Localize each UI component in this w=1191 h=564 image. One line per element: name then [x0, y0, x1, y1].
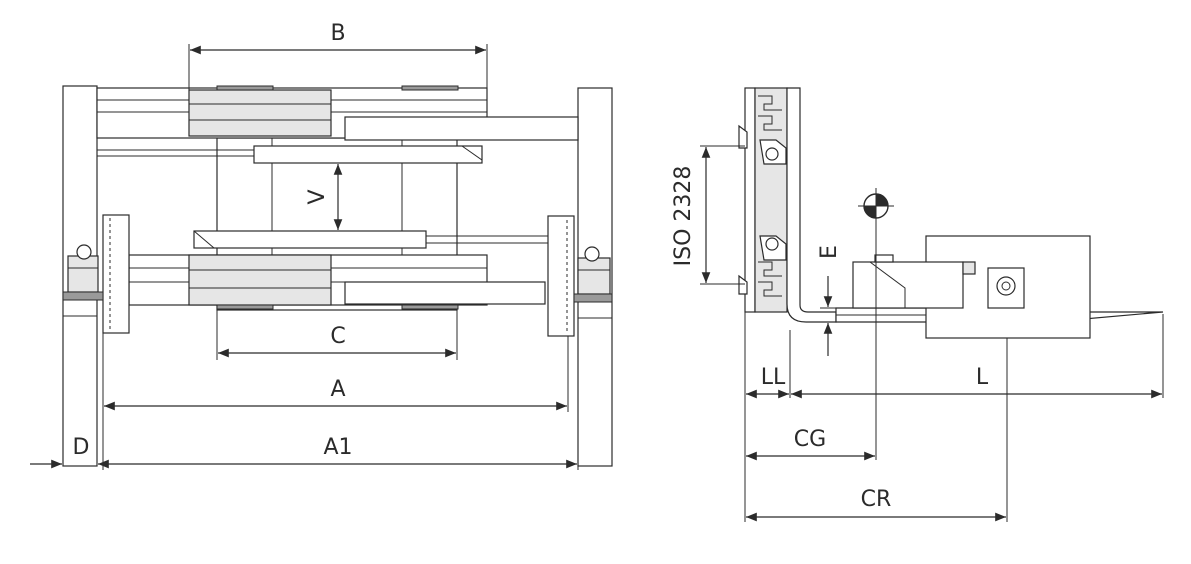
center-of-gravity-icon: [858, 188, 894, 224]
label-ll: LL: [761, 365, 786, 390]
right-clamp-arm: [547, 215, 575, 337]
front-view: B V C A A1 D: [30, 21, 613, 470]
label-l: L: [976, 365, 989, 390]
clamp-body: [852, 261, 964, 309]
left-hydraulic-unit: [67, 255, 99, 293]
label-e: E: [817, 245, 842, 259]
label-a1: A1: [323, 435, 352, 460]
label-d: D: [73, 435, 90, 460]
label-v: V: [305, 189, 330, 204]
label-a: A: [330, 377, 345, 402]
label-cg: CG: [794, 427, 826, 452]
label-cr: CR: [861, 487, 892, 512]
left-clamp-arm: [102, 214, 130, 334]
label-iso-2328: ISO 2328: [671, 166, 696, 267]
right-hydraulic-unit: [577, 257, 611, 295]
lower-piston-rod: [344, 281, 546, 305]
label-b: B: [330, 21, 345, 46]
upper-piston-rod: [344, 116, 579, 141]
upper-fork-bar: [253, 145, 483, 164]
label-c: C: [330, 324, 345, 349]
carriage-plate: [744, 87, 756, 313]
lower-fork-bar: [193, 230, 427, 249]
side-view: ISO 2328 E LL L CG CR: [671, 87, 1164, 522]
mounting-profile: [754, 87, 788, 313]
fork-upright: [786, 87, 837, 323]
